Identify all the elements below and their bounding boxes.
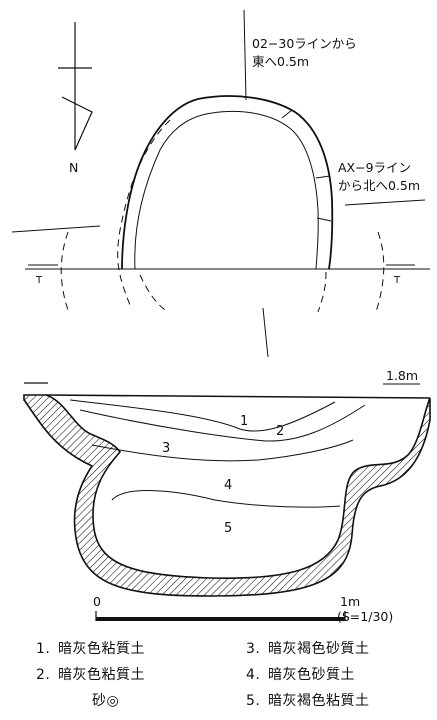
legend-text: 暗灰色粘質土 — [58, 667, 145, 683]
scale-ratio-label: (S=1/30) — [337, 609, 393, 624]
dashed-bottom-right — [317, 271, 327, 313]
north-arrow-icon — [58, 22, 93, 151]
reference-line-upper-left — [11, 225, 101, 233]
legend-text: 砂◎ — [92, 693, 120, 709]
legend-number: 2. — [36, 667, 51, 683]
marker-left-label: T — [35, 275, 43, 286]
legend-text: 暗灰色砂質土 — [268, 667, 355, 683]
pit-outline — [121, 95, 334, 270]
reference-line-vertical-top — [243, 9, 247, 101]
scale-zero-label: 0 — [93, 594, 101, 609]
layer-number-5: 5 — [224, 521, 232, 536]
layer-number-1: 1 — [240, 414, 248, 429]
layer-2-boundary — [79, 404, 366, 442]
line-note-1-a: 02−30ラインから — [252, 36, 357, 51]
plan-view: N T T 02−30ラインから 東へ0.5m — [11, 9, 430, 358]
pit-inner-edge — [134, 110, 319, 270]
reference-line-vertical-bottom — [262, 307, 269, 358]
line-note-2-a: AX−9ライン — [338, 160, 411, 175]
legend-item-2: 2. 暗灰色粘質土 — [36, 664, 145, 684]
dashed-left-arc — [60, 231, 69, 311]
layer-4-boundary — [111, 490, 341, 508]
layer-number-2: 2 — [276, 424, 284, 439]
dashed-outline — [117, 119, 171, 306]
ground-surface — [45, 394, 431, 399]
dashed-bottom-left — [139, 274, 166, 311]
legend-item-2-sub: 砂◎ — [92, 690, 119, 710]
line-note-2-b: から北へ0.5m — [338, 178, 420, 193]
legend-number: 4. — [246, 667, 261, 683]
elevation-label: 1.8m — [386, 368, 418, 383]
scale-bar: 0 1m (S=1/30) — [93, 594, 393, 624]
legend-number: 5. — [246, 693, 261, 709]
pit-wall-hatching — [23, 394, 431, 597]
layer-number-3: 3 — [162, 441, 170, 456]
section-view: 1.8m 1 2 3 4 5 — [23, 368, 431, 597]
scale-end-label: 1m — [340, 594, 360, 609]
legend-text: 暗灰色粘質土 — [58, 641, 145, 657]
legend-item-5: 5. 暗灰褐色粘質土 — [246, 690, 370, 710]
legend-text: 暗灰褐色砂質土 — [268, 641, 370, 657]
layer-3-boundary — [91, 439, 354, 462]
legend-number: 3. — [246, 641, 261, 657]
layer-number-4: 4 — [224, 478, 232, 493]
legend-text: 暗灰褐色粘質土 — [268, 693, 370, 709]
legend-item-1: 1. 暗灰色粘質土 — [36, 638, 145, 658]
legend-item-4: 4. 暗灰色砂質土 — [246, 664, 355, 684]
north-label: N — [69, 160, 78, 175]
legend-number: 1. — [36, 641, 51, 657]
reference-line-right — [344, 199, 426, 206]
line-note-1-b: 東へ0.5m — [252, 54, 309, 69]
dashed-right-arc — [375, 231, 385, 313]
legend-item-3: 3. 暗灰褐色砂質土 — [246, 638, 370, 658]
marker-right-label: T — [393, 275, 401, 286]
layer-1-boundary — [69, 399, 336, 432]
